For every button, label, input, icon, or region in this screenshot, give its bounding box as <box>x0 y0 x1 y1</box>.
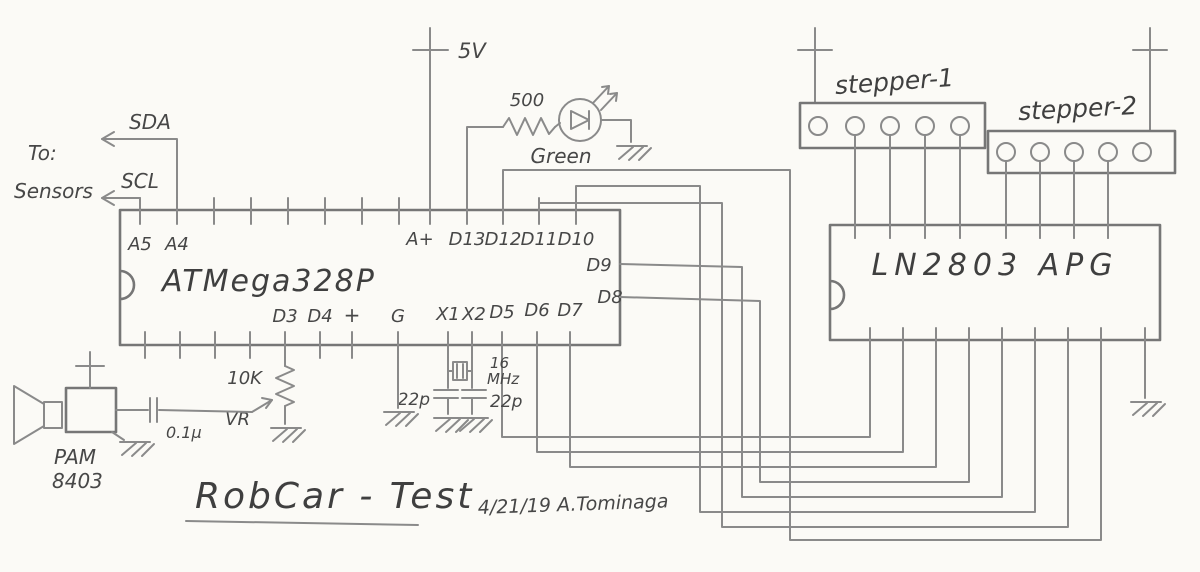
pin-aplus: A+ <box>405 229 433 250</box>
pin-d6: D6 <box>524 300 549 321</box>
stepper2-connector: stepper-2 <box>986 27 1177 239</box>
led-symbol <box>558 98 602 142</box>
resistor-500 <box>502 117 556 136</box>
label-22p-right: 22p <box>490 392 523 412</box>
amp-pam8403: PAM 8403 0.1μ <box>13 351 253 493</box>
signal-wires <box>501 169 1102 541</box>
label-500: 500 <box>510 90 544 111</box>
label-cap-01u: 0.1μ <box>166 423 202 442</box>
label-green: Green <box>530 144 591 168</box>
ground-g-pin <box>383 357 419 427</box>
label-stepper2: stepper-2 <box>1017 91 1138 126</box>
mcu-pin-labels: A5 A4 A+ D13 D12 D11 D10 D9 D8 D3 D4 + G… <box>127 229 623 327</box>
mcu-atmega328p: ATMega328P <box>118 197 623 359</box>
driver-bottom-pins <box>869 327 1146 357</box>
schematic-credit: 4/21/19 A.Tominaga <box>477 490 668 519</box>
label-stepper1: stepper-1 <box>834 63 955 100</box>
pin-d4: D4 <box>307 306 332 327</box>
amp-chip <box>64 386 118 434</box>
label-vr: VR <box>225 409 250 430</box>
ground-cap-left <box>433 417 469 433</box>
pin-d12: D12 <box>485 229 522 250</box>
label-scl: SCL <box>121 169 159 193</box>
wire-d9 <box>619 263 1003 498</box>
pin-plus: + <box>344 303 361 327</box>
ground-amp <box>119 441 155 457</box>
label-10k: 10K <box>227 368 263 389</box>
pin-d10: D10 <box>558 229 595 250</box>
mcu-bottom-pins <box>144 331 571 359</box>
stepper1-connector: stepper-1 <box>797 27 987 239</box>
label-5v: 5V <box>458 39 487 63</box>
label-sensors: Sensors <box>14 179 93 203</box>
pin-d13: D13 <box>449 229 486 250</box>
pin-d7: D7 <box>557 300 583 321</box>
crystal-circuit: 16 MHz 22p 22p <box>398 354 523 433</box>
pin-d3: D3 <box>272 306 297 327</box>
label-mhz: MHz <box>487 370 520 388</box>
pin-d11: D11 <box>521 229 558 250</box>
schematic-title: RobCar - Test <box>195 476 474 517</box>
ground-pot <box>270 427 306 443</box>
label-pam: PAM <box>54 445 96 469</box>
pin-x2: X2 <box>461 304 486 325</box>
sensor-bus: SDA SCL To: Sensors <box>14 110 178 213</box>
crystal-symbol <box>452 361 468 381</box>
resistor-10k <box>275 365 295 407</box>
led-circuit: 500 Green <box>466 85 652 213</box>
pin-a4: A4 <box>164 234 189 255</box>
pin-d5: D5 <box>489 302 514 323</box>
driver-name: LN2803 APG <box>872 248 1119 283</box>
pin-x1: X1 <box>435 304 460 325</box>
driver-top-pins <box>854 213 1109 239</box>
power-rail-5v: 5V <box>412 27 487 211</box>
mcu-name: ATMega328P <box>160 264 376 299</box>
wire-d6 <box>536 355 904 453</box>
pin-a5: A5 <box>127 234 152 255</box>
wire-d7 <box>569 355 937 468</box>
speaker-icon <box>13 385 45 445</box>
pin-d9: D9 <box>586 255 611 276</box>
wire-d12 <box>502 169 1102 541</box>
wire-d8 <box>619 296 970 483</box>
wire-d11 <box>538 202 1069 528</box>
label-sda: SDA <box>129 110 171 134</box>
volume-pot: 10K VR <box>225 357 306 443</box>
title-block: RobCar - Test 4/21/19 A.Tominaga <box>185 476 669 526</box>
label-to: To: <box>28 141 57 165</box>
label-16: 16 <box>490 354 509 372</box>
ground-g <box>383 411 419 427</box>
pin-d8: D8 <box>597 287 622 308</box>
label-8403: 8403 <box>52 469 103 493</box>
ground-led <box>616 145 652 161</box>
ground-driver <box>1130 401 1166 417</box>
wire-d10 <box>575 185 1036 513</box>
wire-d5 <box>501 355 871 438</box>
driver-uln2803: LN2803 APG <box>828 213 1166 417</box>
label-22p-left: 22p <box>398 390 431 410</box>
pin-g: G <box>391 306 405 327</box>
